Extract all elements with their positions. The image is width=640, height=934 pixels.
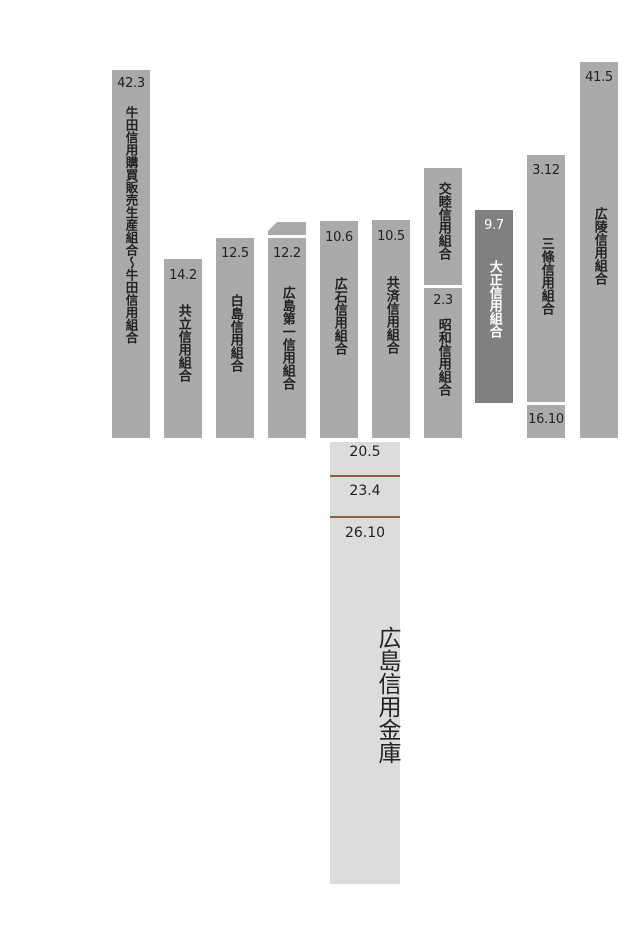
year-label: 41.5 xyxy=(585,70,613,85)
separator xyxy=(424,285,462,288)
separator xyxy=(527,402,565,405)
org-name: 三條信用組合 xyxy=(538,237,554,315)
year-label: 20.5 xyxy=(349,444,381,460)
org-name: 昭和信用組合 xyxy=(435,318,451,396)
notch-mark xyxy=(268,222,277,231)
org-name-top: 交睦信用組合 xyxy=(435,182,451,260)
year-label: 26.10 xyxy=(344,525,386,541)
org-name: 広陵信用組合 xyxy=(591,207,607,285)
divider-line xyxy=(330,516,400,518)
main-entity-name: 広島信用金庫 xyxy=(374,626,400,764)
org-name: 共済信用組合 xyxy=(383,276,399,354)
year-label: 42.3 xyxy=(117,76,145,91)
org-name: 共立信用組合 xyxy=(175,304,191,382)
org-name: 広石信用組合 xyxy=(331,277,347,355)
column-taisho: 9.7 大正信用組合 xyxy=(475,210,513,403)
column-kyoritsu: 14.2 共立信用組合 xyxy=(164,259,202,438)
main-entity-hiroshima-shinkin: 20.5 23.4 26.10 広島信用金庫 xyxy=(330,442,400,884)
year-label: 23.4 xyxy=(349,483,381,499)
column-koboku-showa: 交睦信用組合 2.3 昭和信用組合 xyxy=(424,168,462,438)
year-label: 12.2 xyxy=(273,246,301,261)
divider-line xyxy=(330,475,400,477)
column-ushita: 42.3 牛田信用購買販売生産組合～牛田信用組合 xyxy=(112,70,150,438)
year-label: 2.3 xyxy=(433,293,453,308)
column-hakushima: 12.5 白島信用組合 xyxy=(216,238,254,438)
column-kyosai: 10.5 共済信用組合 xyxy=(372,220,410,438)
column-hiroishi: 10.6 広石信用組合 xyxy=(320,221,358,438)
year-label: 14.2 xyxy=(169,268,197,283)
year-label-bottom: 16.10 xyxy=(528,412,564,427)
year-label: 3.12 xyxy=(532,163,560,178)
org-name: 広島第一信用組合 xyxy=(279,286,295,390)
org-name: 牛田信用購買販売生産組合～牛田信用組合 xyxy=(123,106,139,344)
year-label: 10.6 xyxy=(325,230,353,245)
column-koryo: 41.5 広陵信用組合 xyxy=(580,62,618,438)
year-label: 9.7 xyxy=(484,218,504,233)
year-label: 10.5 xyxy=(377,229,405,244)
org-name: 白島信用組合 xyxy=(227,294,243,372)
column-hiroshima-daiichi: 12.2 広島第一信用組合 xyxy=(268,222,306,438)
separator xyxy=(268,235,306,238)
column-sanjo: 3.12 三條信用組合 16.10 xyxy=(527,155,565,438)
org-name: 大正信用組合 xyxy=(486,260,502,338)
year-label: 12.5 xyxy=(221,246,249,261)
